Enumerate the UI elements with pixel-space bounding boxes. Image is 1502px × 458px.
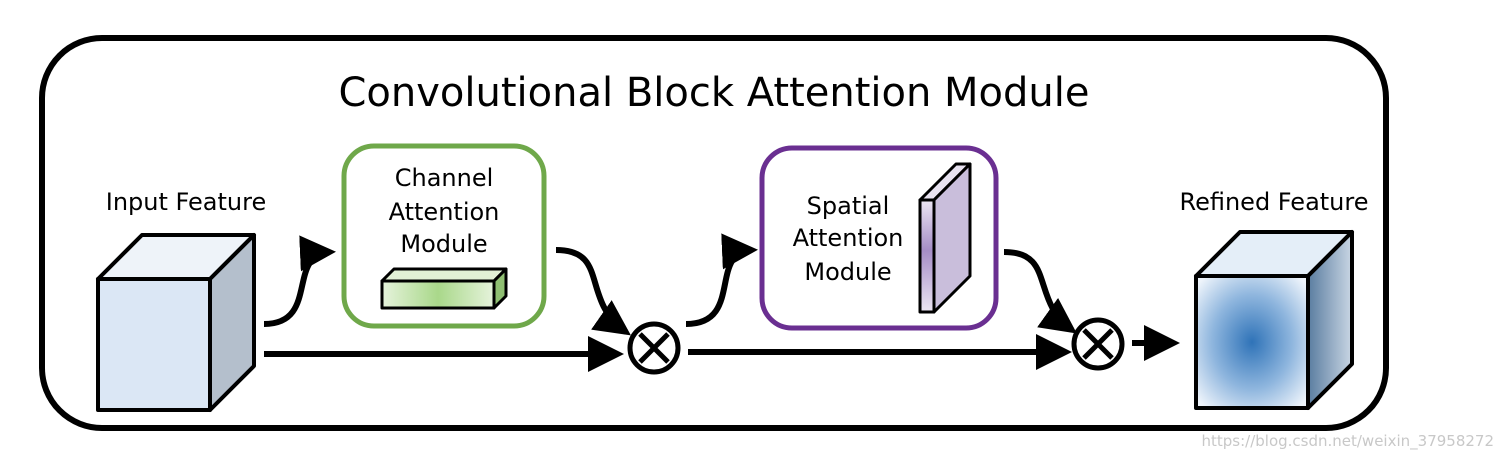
spatial-attention-map bbox=[918, 162, 972, 314]
input-feature-cube bbox=[96, 233, 256, 412]
module-frame bbox=[39, 35, 1389, 431]
spatial-attention-label-line-1: Spatial bbox=[807, 192, 890, 220]
input-feature-label: Input Feature bbox=[106, 188, 266, 216]
arrow-spatial-to-multiply-2 bbox=[1003, 249, 1077, 334]
arrow-channel-to-multiply-1 bbox=[555, 247, 631, 336]
refined-feature-label: Refined Feature bbox=[1179, 188, 1368, 216]
channel-attention-label-line-3: Module bbox=[400, 230, 487, 258]
arrow-input-to-channel bbox=[263, 235, 336, 327]
channel-attention-vector bbox=[380, 267, 508, 310]
channel-attention-label-line-1: Channel bbox=[395, 164, 494, 192]
spatial-attention-label-line-2: Attention bbox=[793, 224, 904, 252]
arrow-multiply-1-to-spatial bbox=[685, 233, 758, 327]
multiply-node-2 bbox=[1071, 317, 1125, 371]
watermark-text: https://blog.csdn.net/weixin_37958272 bbox=[1201, 432, 1494, 451]
multiply-node-1 bbox=[627, 321, 681, 375]
spatial-attention-label-line-3: Module bbox=[804, 258, 891, 286]
refined-feature-cube bbox=[1194, 230, 1354, 410]
diagram-title: Convolutional Block Attention Module bbox=[339, 70, 1090, 116]
channel-attention-label-line-2: Attention bbox=[389, 198, 500, 226]
